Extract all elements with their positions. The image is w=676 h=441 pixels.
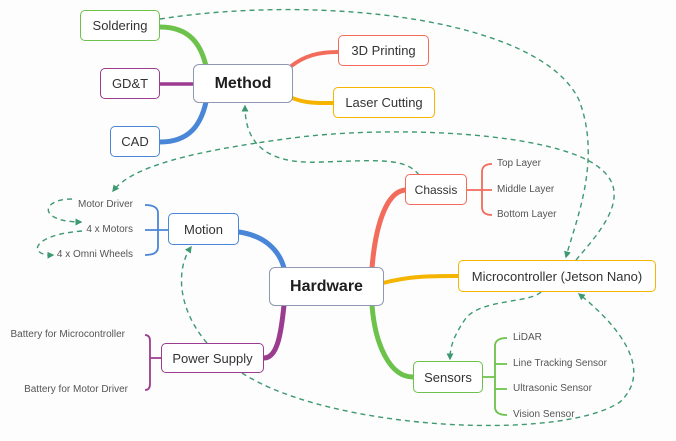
topic-method: Method (193, 64, 293, 103)
child-4-omni-wheels: 4 x Omni Wheels (56, 249, 133, 260)
branch-method-laser-cutting (288, 95, 335, 106)
child-battery-motor-driver: Battery for Motor Driver (24, 384, 128, 395)
subtopic-3d-printing: 3D Printing (338, 35, 429, 66)
subtopic-laser-cutting: Laser Cutting (333, 87, 435, 118)
relationship-motor-driver-motors (47, 198, 83, 226)
subtopic-sensors: Sensors (413, 361, 483, 393)
relationship-power-supply-motion (180, 245, 208, 344)
topic-hardware: Hardware (269, 267, 384, 306)
bracket-motion (144, 204, 168, 256)
relationship-microcontroller-sensors (446, 291, 542, 361)
subtopic-power-supply: Power Supply (161, 343, 264, 373)
subtopic-microcontroller: Microcontroller (Jetson Nano) (458, 260, 656, 292)
bracket-power-supply (144, 334, 161, 391)
relationship-soldering-microcontroller (159, 8, 589, 259)
child-top-layer: Top Layer (497, 158, 541, 169)
child-line-tracking-sensor: Line Tracking Sensor (513, 358, 607, 369)
subtopic-gdt: GD&T (100, 68, 160, 99)
child-motor-driver: Motor Driver (77, 199, 133, 210)
child-ultrasonic-sensor: Ultrasonic Sensor (513, 383, 592, 394)
subtopic-soldering: Soldering (80, 10, 160, 41)
child-bottom-layer: Bottom Layer (497, 209, 557, 220)
branch-method-soldering (157, 24, 209, 69)
child-battery-microcontroller: Battery for Microcontroller (10, 329, 125, 340)
branch-method-3d-printing (288, 50, 340, 69)
branch-hardware-power-supply (261, 302, 287, 361)
relationship-motors-omni-wheels (36, 230, 83, 259)
bracket-sensors (483, 337, 508, 416)
child-vision-sensor: Vision Sensor (513, 409, 575, 420)
branch-hardware-sensors (369, 302, 416, 380)
relationship-power-supply-microcontroller (241, 293, 635, 427)
branch-hardware-microcontroller (381, 274, 460, 285)
relationship-chassis-method (241, 104, 420, 176)
subtopic-motion: Motion (168, 213, 239, 245)
branch-hardware-chassis (369, 187, 408, 271)
child-4-motors: 4 x Motors (86, 224, 133, 235)
subtopic-cad: CAD (110, 126, 160, 157)
relationship-microcontroller-motor-driver (112, 131, 615, 261)
child-middle-layer: Middle Layer (497, 184, 555, 195)
branch-method-cad (157, 99, 209, 145)
subtopic-chassis: Chassis (405, 174, 467, 205)
bracket-chassis (467, 163, 493, 216)
branch-hardware-motion (236, 229, 287, 271)
child-lidar: LiDAR (513, 332, 542, 343)
